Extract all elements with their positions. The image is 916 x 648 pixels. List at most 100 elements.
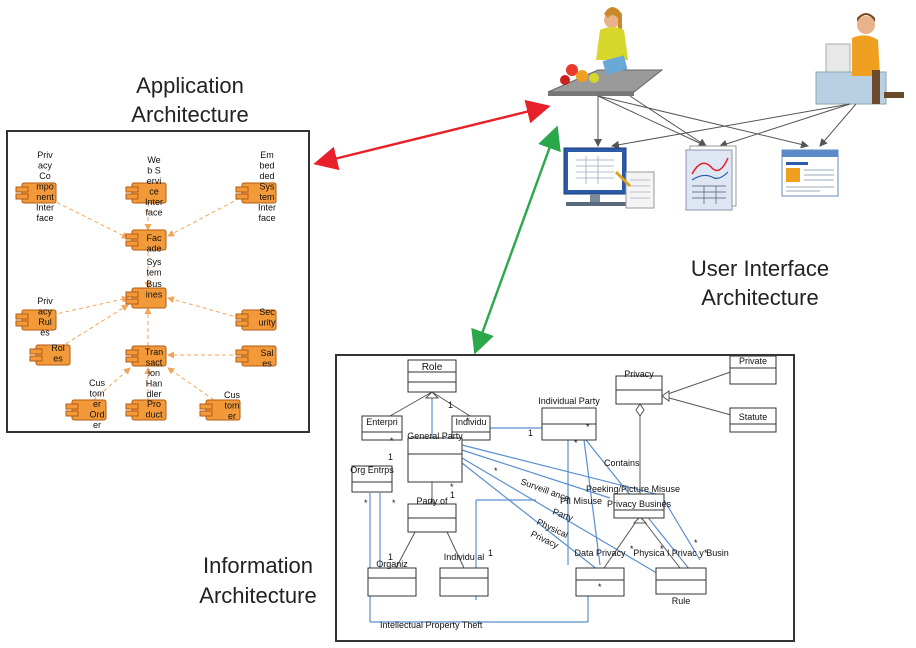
uml-class-privacy-business: Privacy Busines — [607, 493, 672, 519]
svg-text:*: * — [574, 438, 578, 448]
svg-text:Organiz: Organiz — [376, 559, 408, 569]
svg-text:Private: Private — [739, 356, 767, 366]
svg-text:Org Entrps: Org Entrps — [350, 465, 394, 475]
app-component-label: Em — [260, 150, 274, 160]
app-component-label: er — [93, 420, 101, 430]
app-component-label: sact — [146, 358, 163, 368]
app-component-label: bed — [259, 161, 274, 171]
svg-text:Privacy Busines: Privacy Busines — [607, 499, 672, 509]
app-component-label: Sal — [260, 348, 273, 358]
app-component-label: Rol — [51, 343, 65, 353]
svg-text:*: * — [450, 482, 454, 492]
svg-text:Rule: Rule — [672, 596, 691, 606]
uml-class-private-data: Private — [729, 355, 777, 385]
app-component-label: Cus — [224, 390, 241, 400]
app-component-label: er — [93, 399, 101, 409]
app-component-label: Cus — [89, 378, 106, 388]
uml-class-individual-role: Individu — [451, 415, 491, 441]
svg-text:*: * — [466, 416, 470, 426]
svg-text:Enterpri: Enterpri — [366, 417, 398, 427]
uml-class-enterprise: Enterpri — [361, 415, 403, 441]
app-component-label: ade — [146, 244, 161, 254]
app-component-label: ines — [146, 290, 163, 300]
svg-text:Statute: Statute — [739, 412, 768, 422]
uml-class-organization: Organiz — [367, 559, 417, 597]
shopper-woman-icon — [547, 7, 664, 96]
uml-class-data-privacy: Data Privacy — [574, 548, 626, 597]
svg-text:1: 1 — [448, 400, 453, 410]
application-architecture-panel — [6, 130, 310, 433]
uml-class-privacy-policy: Privacy — [615, 369, 663, 405]
app-component-label: Priv — [37, 296, 53, 306]
app-component-label: Co — [39, 171, 51, 181]
app-component-label: face — [145, 208, 162, 218]
app-component-label: tom — [224, 401, 239, 411]
app-component-label: urity — [258, 318, 276, 328]
app-component-label: nent — [36, 192, 54, 202]
info-title-line1: Information — [203, 553, 313, 578]
desktop-form-icon — [563, 147, 655, 209]
svg-text:Contains: Contains — [604, 458, 640, 468]
app-component-label: Inter — [258, 203, 276, 213]
svg-text:PII Misuse: PII Misuse — [560, 496, 602, 506]
svg-text:1: 1 — [388, 452, 393, 462]
svg-text:*: * — [704, 548, 708, 558]
ui-title-line1: User Interface — [691, 256, 829, 281]
app-component-label: acy — [38, 161, 53, 171]
app-component-label: duct — [145, 410, 163, 420]
app-component-label: face — [36, 213, 53, 223]
app-component-label: Inter — [36, 203, 54, 213]
svg-text:Privacy: Privacy — [624, 369, 654, 379]
app-component-label: Sec — [259, 307, 275, 317]
svg-text:Data Privacy: Data Privacy — [574, 548, 626, 558]
svg-text:*: * — [630, 544, 634, 554]
app-component-label: Ord — [89, 410, 104, 420]
app-component-label: Inter — [145, 197, 163, 207]
uml-class-physical-privacy-business-rule: Physica l Privac y Busin Rule — [633, 548, 729, 606]
app-component-label: Bus — [146, 279, 162, 289]
svg-text:1: 1 — [450, 490, 455, 500]
svg-text:*: * — [364, 498, 368, 508]
app-component-label: Han — [146, 379, 163, 389]
svg-text:*: * — [660, 544, 664, 554]
uml-class-individual-party: Individual Party — [538, 396, 600, 441]
app-component-label: Priv — [37, 150, 53, 160]
svg-text:Individu al: Individu al — [444, 552, 485, 562]
app-component-label: Tran — [145, 347, 163, 357]
ui-title-line2: Architecture — [701, 285, 818, 310]
svg-text:Individual Party: Individual Party — [538, 396, 600, 406]
svg-text:1: 1 — [388, 552, 393, 562]
svg-text:Role: Role — [422, 362, 443, 373]
app-component-label: es — [53, 354, 63, 364]
app-component-label: er — [228, 411, 236, 421]
app-component-label: Pro — [147, 399, 161, 409]
svg-text:*: * — [390, 436, 394, 446]
app-component-label: ded — [259, 171, 274, 181]
app-component-label: tem — [146, 268, 161, 278]
app-component-label: Sys — [146, 257, 162, 267]
app-component-label: b S — [147, 166, 161, 176]
app-component-label: ion — [148, 368, 160, 378]
app-component-label: We — [147, 155, 160, 165]
app-component-label: Rul — [38, 317, 52, 327]
uml-class-individual: Individu al — [439, 552, 489, 597]
application-title-line1: Application — [136, 73, 244, 98]
svg-text:Physica l Privac y Busin: Physica l Privac y Busin — [633, 548, 729, 558]
app-component-label: tom — [89, 389, 104, 399]
svg-text:General Party: General Party — [407, 431, 463, 441]
report-chart-icon — [685, 145, 737, 211]
svg-text:Intellectual Property Theft: Intellectual Property Theft — [380, 620, 483, 630]
uml-associations — [369, 395, 701, 623]
